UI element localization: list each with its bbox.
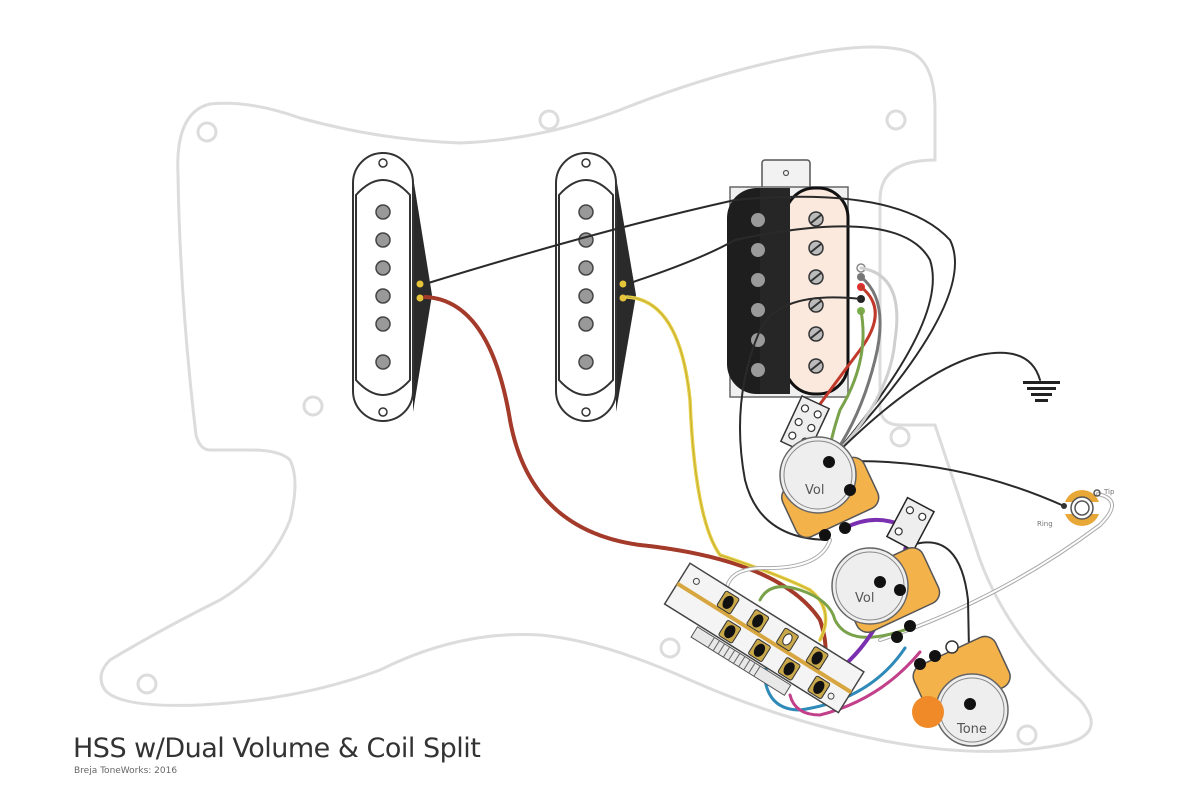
tone-label: Tone [956, 722, 987, 737]
vol-1-label: Vol [805, 483, 824, 498]
tone-pot: Tone [912, 635, 1011, 747]
volume-pot-2: Vol [831, 546, 941, 643]
ground-icon [1023, 381, 1060, 402]
volume-pot-1: Vol [779, 436, 880, 541]
middle-pickup [555, 152, 636, 422]
jack-ring-label: Ring [1037, 520, 1053, 528]
coil-split-toggle [779, 395, 831, 455]
vol-2-label: Vol [855, 591, 874, 606]
diagram-credit: Breja ToneWorks: 2016 [74, 766, 178, 776]
wire-hb-gray [828, 275, 882, 462]
jack-tip-label: Tip [1103, 488, 1115, 496]
wire-hb-black [739, 296, 862, 541]
wire-hb-white [828, 266, 899, 462]
output-jack: Ring Tip [1037, 488, 1115, 528]
wire-middle-ground [626, 225, 934, 461]
pickguard-screw-holes [136, 109, 1038, 746]
pickguard-outline [99, 45, 1093, 753]
wire-neck-ground [424, 195, 956, 461]
diagram-title: HSS w/Dual Volume & Coil Split [73, 733, 481, 764]
wire-ground [829, 351, 1041, 461]
wire-neck-hot [423, 295, 828, 670]
bridge-humbucker [727, 159, 866, 398]
wire-tone-black [911, 541, 971, 701]
neck-pickup [352, 152, 432, 422]
wire-magenta [788, 650, 922, 717]
tone-capacitor [912, 696, 944, 728]
five-way-switch [663, 562, 865, 714]
mini-toggle-2 [885, 496, 936, 552]
